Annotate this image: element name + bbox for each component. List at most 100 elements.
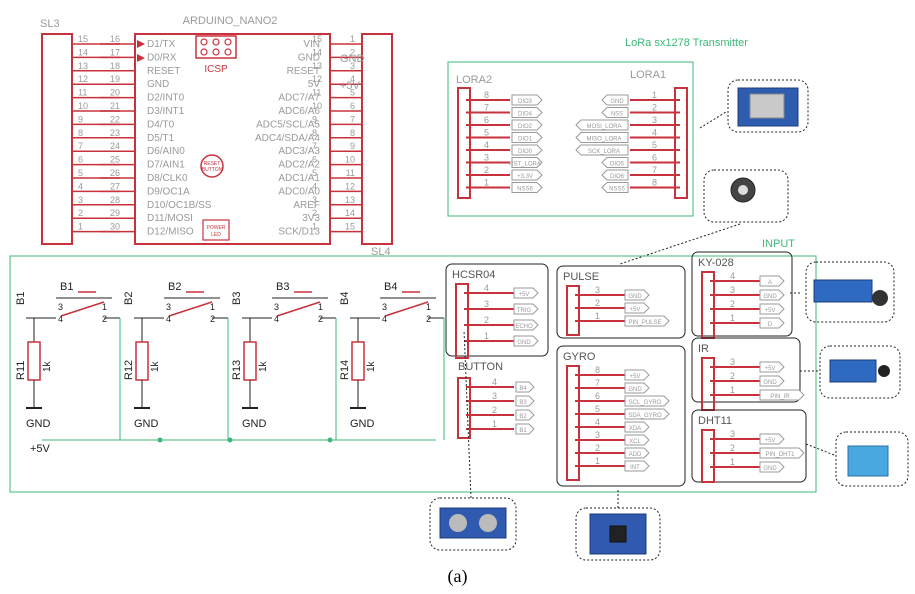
sl4-num-5: 5 [350,88,355,98]
sl4-num-1: 1 [350,34,355,44]
sensor-connector-3 [463,329,472,499]
reset-button [200,154,224,178]
ir-frame [691,337,801,403]
hcsr04-photo-frame [429,497,517,551]
lora2-tag-3: DIO1 [518,137,533,143]
nano-right-label-11: ADC0/A0 [278,186,320,197]
gyro-tag-7: INT [630,465,640,471]
ky028-tag-0-shape [759,275,785,287]
nano-left-num-0: 16 [110,34,120,44]
input-frame [9,255,817,493]
reset-button-text2: BUTTON [202,167,223,173]
button-pin3-2: 3 [274,302,279,312]
arduino-title: ARDUINO_NANO2 [183,15,278,27]
nano-left-label-14: D12/MISO [147,227,194,238]
nano-right-num-12: 3 [312,195,317,205]
nano-right-label-4: ADC7/A7 [278,93,320,104]
sl4-num-12: 12 [345,181,355,191]
sl4-num-14: 14 [345,208,355,218]
lora2-tag-7: NSS6 [517,187,533,193]
button-pin1-2: 1 [318,302,323,312]
pulse-sensor-led [738,185,748,195]
power-led [202,219,230,241]
button-name-0: B1 [60,281,73,293]
lora1-tag-5-shape [601,157,629,168]
resistor-2 [243,341,257,381]
gyro-tag-3: SDA_GYRO [628,413,662,419]
dht11-tag-1-shape [759,447,805,459]
nano-left-num-2: 18 [110,61,120,71]
ir-label: IR [698,343,709,355]
ky028-tag-1-shape [759,289,785,301]
gyro-num-2: 2 [595,443,600,453]
resistor-1 [135,341,149,381]
gyro-num-4: 4 [595,417,600,427]
nano-right-num-5: 10 [312,101,322,111]
lora2-tag-0: DIO3 [518,99,533,105]
sl4-num-10: 10 [345,155,355,165]
ky028-tag-2: +5V [765,308,776,314]
lora2-tag-6: +3.3V [517,174,533,180]
sl3-num-10: 10 [78,101,88,111]
ky028-photo-frame [805,261,895,323]
sl4-num-7: 7 [350,114,355,124]
input-label: INPUT [762,238,795,250]
gyro-chip [609,525,627,543]
button-tag-1: B3 [519,400,527,406]
lora1-tag-0: GND [610,99,624,105]
resistor-3 [351,341,365,381]
lora1-num-1: 1 [652,90,657,100]
lora1-tag-7: NSS5 [609,187,625,193]
sl3-num-8: 8 [78,128,83,138]
gyro-tag-7-shape [624,460,650,472]
lora2-num-8: 8 [484,90,489,100]
gyro-num-1: 1 [595,456,600,466]
nano-left-num-9: 25 [110,155,120,165]
nano-left-label-5: D3/INT1 [147,106,185,117]
ir-num-2: 2 [730,371,735,381]
lora2-tag-1-shape [511,107,543,118]
pulse-tag-2-shape [624,315,670,327]
resistor-name-1: R12 [123,360,135,380]
button-name-rot-1: B2 [123,292,135,305]
lora1-num-3: 3 [652,115,657,125]
nano-left-label-4: D2/INT0 [147,93,185,104]
button-tag-3: B1 [519,428,527,434]
lora2-num-1: 1 [484,178,489,188]
ir-tag-1: GND [763,380,777,386]
button-pin1-0: 1 [102,302,107,312]
button-tag-2-shape [515,409,535,421]
gyro-tag-4-shape [624,421,650,433]
nano-left-num-3: 19 [110,74,120,84]
sl4-num-8: 8 [350,128,355,138]
dht11-photo-frame [835,431,909,487]
button-name-rot-2: B3 [231,292,243,305]
sl4-5v: +5V [340,80,361,92]
button-num-2: 2 [492,405,497,415]
ky028-board [813,279,873,303]
hcsr04-tag-3: GND [517,340,531,346]
nano-left-num-5: 21 [110,101,120,111]
nano-right-label-13: 3V3 [302,213,320,224]
ky028-frame [691,251,793,337]
button-pin4-2: 4 [274,314,279,324]
nano-left-num-6: 22 [110,114,120,124]
hcsr04-tag-2-shape [513,319,539,331]
gyro-tag-1: GND [628,387,642,393]
sensor-connector-2 [805,443,835,456]
button-name-rot-0: B1 [15,292,27,305]
pulse-tag-2: PIN_PULSE [628,320,661,326]
dht11-tag-0: +5V [765,438,776,444]
sl3-num-3: 3 [78,195,83,205]
nano-right-num-6: 9 [312,114,317,124]
nano-left-num-13: 29 [110,208,120,218]
dht11-tag-2: GND [763,466,777,472]
lora1-tag-1-shape [601,107,629,118]
resistor-val-1: 1k [150,360,161,372]
gyro-tag-3-shape [624,408,670,420]
lora1-num-2: 2 [652,103,657,113]
nano-left-num-10: 26 [110,168,120,178]
lora-frame [447,61,694,217]
sl4-num-2: 2 [350,47,355,57]
